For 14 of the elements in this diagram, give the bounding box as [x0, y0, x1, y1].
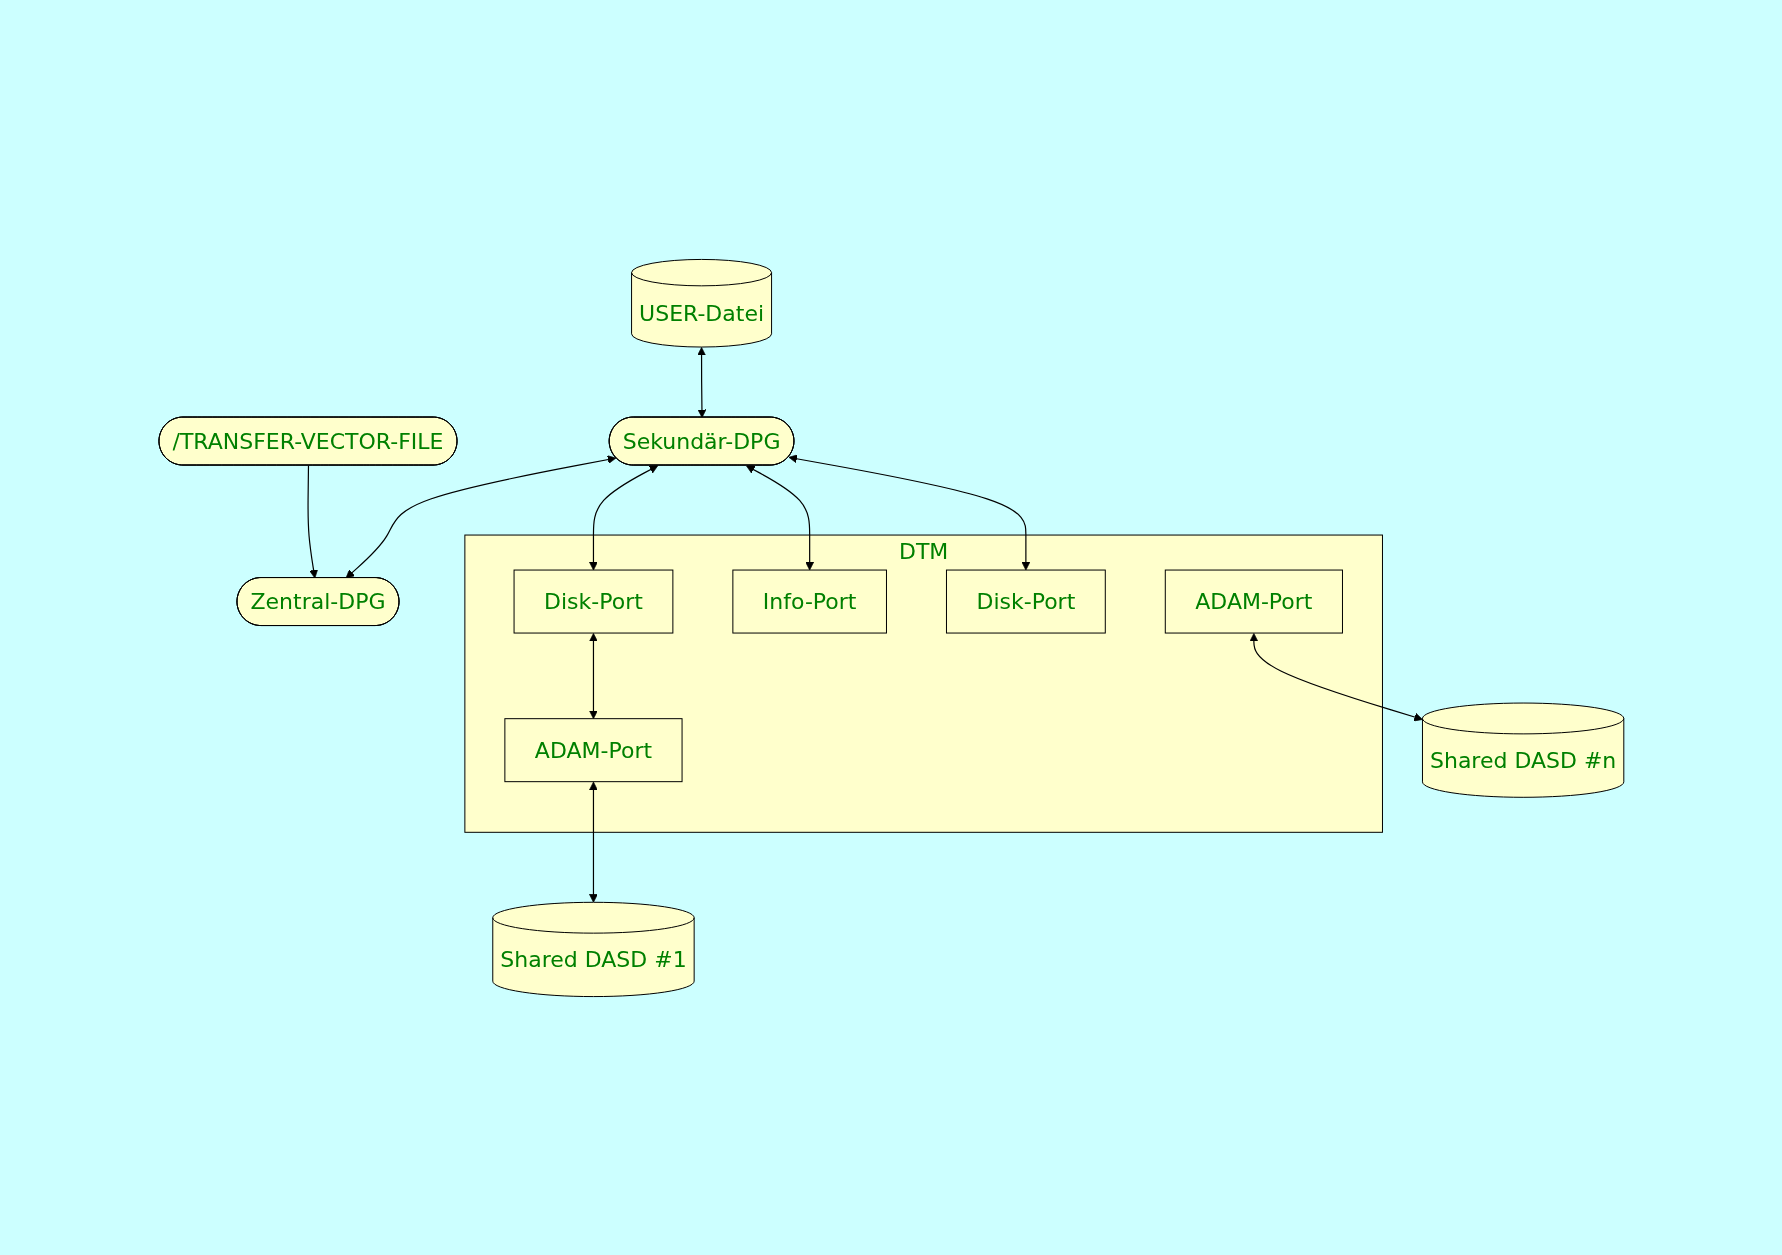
arrow [345, 454, 616, 578]
node-box: Info-Port [731, 569, 887, 634]
node-box: ADAM-Port [1164, 569, 1343, 634]
arrow [788, 453, 1030, 570]
arrow [588, 464, 658, 570]
arrow [1249, 632, 1423, 721]
arrow [696, 346, 706, 418]
node-box: Disk-Port [513, 569, 673, 634]
arrow [307, 464, 318, 578]
arrow [588, 632, 598, 719]
arrow [588, 781, 598, 903]
node-box: ADAM-Port [503, 717, 683, 782]
arrow [745, 464, 814, 570]
node-box: Disk-Port [945, 569, 1106, 634]
